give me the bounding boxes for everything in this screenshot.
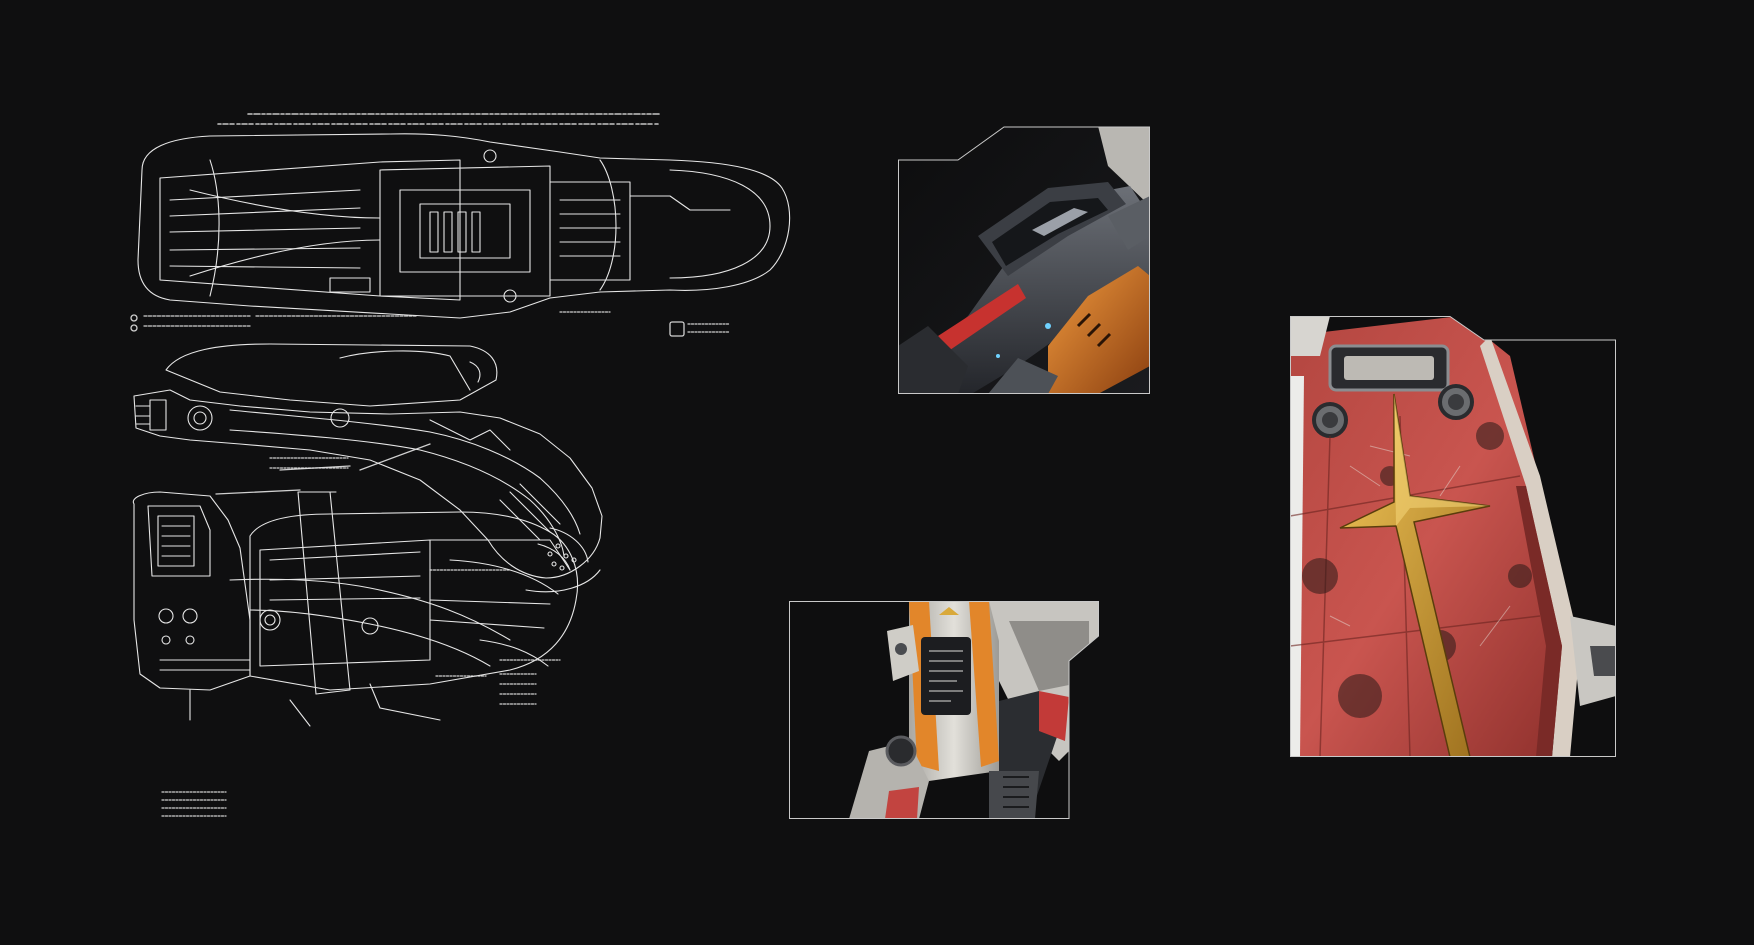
blueprint-bottom-section — [132, 491, 579, 727]
blueprint-callouts-top — [130, 311, 731, 337]
blueprint-callouts-bottom — [161, 465, 561, 817]
panel-frame — [898, 126, 1150, 394]
blueprint-top-section — [137, 133, 791, 319]
mech-arm-blueprint — [130, 113, 791, 817]
panel-frame — [1290, 316, 1616, 757]
blueprint-callouts-middle — [215, 443, 431, 495]
rifle-closeup-panel — [898, 126, 1150, 394]
panel-frame — [789, 601, 1099, 819]
blueprint-header-text — [217, 113, 661, 125]
shield-closeup-panel — [1290, 316, 1616, 757]
blueprint-middle-section — [133, 343, 603, 593]
torso-closeup-panel — [789, 601, 1099, 819]
